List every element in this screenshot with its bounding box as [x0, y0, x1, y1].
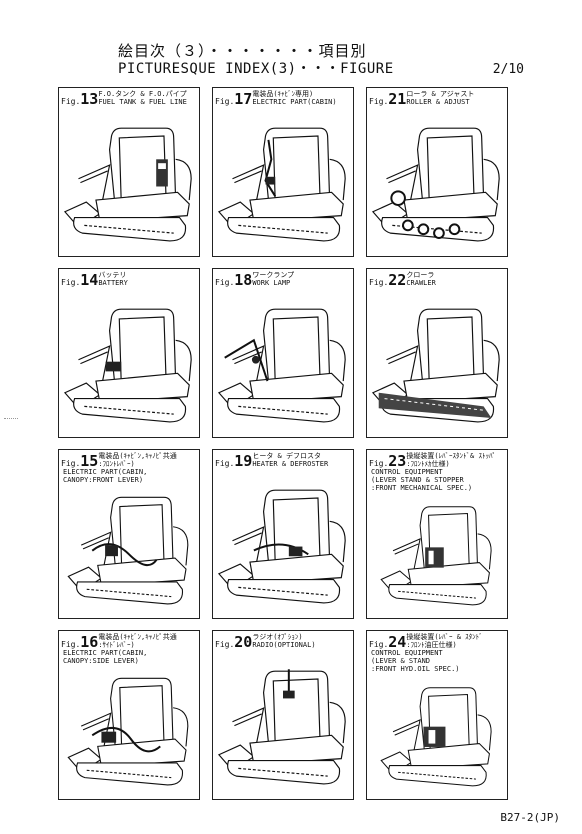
figure-caption: Fig.20ラジオ(ｵﾌﾟｼｮﾝ)RADIO(OPTIONAL)	[215, 633, 316, 649]
excavator-illustration	[215, 301, 351, 434]
excavator-illustration	[369, 301, 505, 434]
page-number: 2/10	[492, 62, 524, 77]
excavator-illustration	[61, 671, 197, 796]
figure-panel-20[interactable]: Fig.20ラジオ(ｵﾌﾟｼｮﾝ)RADIO(OPTIONAL)	[212, 630, 354, 800]
excavator-illustration	[369, 120, 505, 253]
excavator-illustration	[369, 500, 505, 615]
excavator-illustration	[215, 120, 351, 253]
excavator-illustration	[369, 681, 505, 796]
figure-panel-23[interactable]: Fig.23操縦装置(ﾚﾊﾞｰｽﾀﾝﾄﾞ& ｽﾄｯﾊﾟ:ﾌﾛﾝﾄﾒｶ仕様) CO…	[366, 449, 508, 619]
figure-panel-16[interactable]: Fig.16電装品(ｷｬﾋﾞﾝ,ｷｬﾉﾋﾟ共通:ｻｲﾄﾞﾚﾊﾞｰ) ELECTR…	[58, 630, 200, 800]
document-code: B27-2(JP)	[500, 811, 560, 824]
excavator-illustration	[61, 301, 197, 434]
figure-caption: Fig.23操縦装置(ﾚﾊﾞｰｽﾀﾝﾄﾞ& ｽﾄｯﾊﾟ:ﾌﾛﾝﾄﾒｶ仕様) CO…	[369, 452, 496, 492]
figure-panel-15[interactable]: Fig.15電装品(ｷｬﾋﾞﾝ,ｷｬﾉﾋﾟ共通:ﾌﾛﾝﾄﾚﾊﾞｰ) ELECTR…	[58, 449, 200, 619]
figure-caption: Fig.15電装品(ｷｬﾋﾞﾝ,ｷｬﾉﾋﾟ共通:ﾌﾛﾝﾄﾚﾊﾞｰ) ELECTR…	[61, 452, 177, 484]
figure-caption: Fig.17電装品(ｷｬﾋﾞﾝ専用)ELECTRIC PART(CABIN)	[215, 90, 337, 106]
excavator-illustration	[215, 663, 351, 796]
excavator-illustration	[61, 120, 197, 253]
excavator-illustration	[215, 482, 351, 615]
excavator-illustration	[61, 490, 197, 615]
figure-caption: Fig.16電装品(ｷｬﾋﾞﾝ,ｷｬﾉﾋﾟ共通:ｻｲﾄﾞﾚﾊﾞｰ) ELECTR…	[61, 633, 177, 665]
page-title-jp: 絵目次（３）・・・・・・・項目別	[118, 42, 367, 60]
page-title-en: PICTURESQUE INDEX(3)・・・FIGURE	[118, 61, 394, 77]
margin-mark	[4, 418, 18, 419]
figure-panel-17[interactable]: Fig.17電装品(ｷｬﾋﾞﾝ専用)ELECTRIC PART(CABIN)	[212, 87, 354, 257]
figure-caption: Fig.24操縦装置(ﾚﾊﾞｰ & ｽﾀﾝﾄﾞ:ﾌﾛﾝﾄ油圧仕様) CONTRO…	[369, 633, 483, 673]
figure-panel-24[interactable]: Fig.24操縦装置(ﾚﾊﾞｰ & ｽﾀﾝﾄﾞ:ﾌﾛﾝﾄ油圧仕様) CONTRO…	[366, 630, 508, 800]
